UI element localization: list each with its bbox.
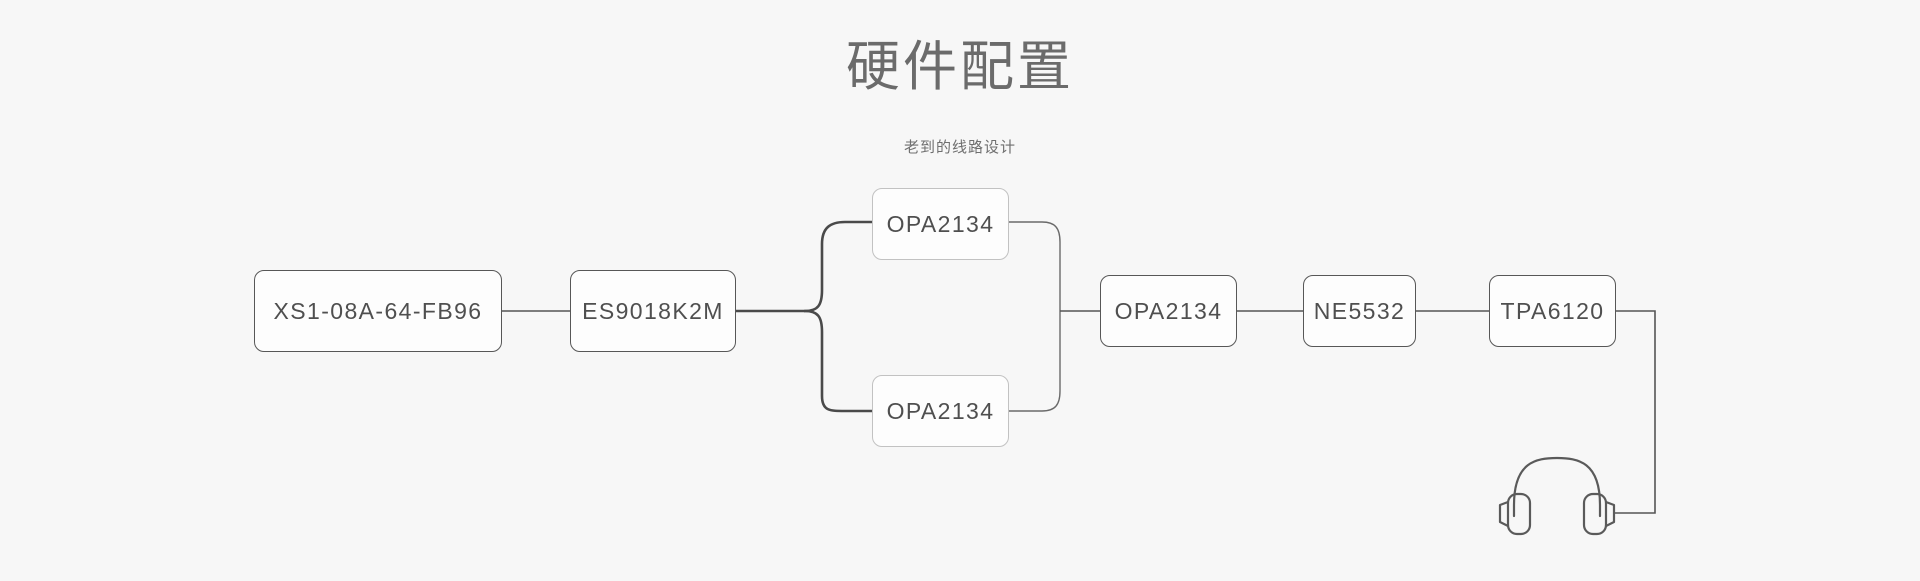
node-label: NE5532 [1313, 297, 1406, 324]
node-label: OPA2134 [1114, 297, 1223, 324]
node-xs1-08a-64-fb96[interactable]: XS1-08A-64-FB96 [254, 270, 502, 352]
page-title: 硬件配置 [846, 37, 1074, 97]
edge-opa-top-to-merge [1009, 221, 1061, 311]
edge-tpa6120-to-headphones [1613, 310, 1656, 514]
node-label: XS1-08A-64-FB96 [273, 297, 483, 324]
node-ne5532[interactable]: NE5532 [1303, 275, 1416, 347]
node-tpa6120[interactable]: TPA6120 [1489, 275, 1616, 347]
edge-split-to-opa-bottom [803, 309, 874, 413]
node-label: TPA6120 [1500, 297, 1605, 324]
edge-opa-bottom-to-merge [1009, 311, 1061, 412]
node-opa2134-main[interactable]: OPA2134 [1100, 275, 1237, 347]
node-label: OPA2134 [886, 397, 995, 424]
node-es9018k2m[interactable]: ES9018K2M [570, 270, 736, 352]
node-opa2134-bottom[interactable]: OPA2134 [872, 375, 1009, 447]
headphones-icon [1498, 456, 1616, 536]
node-label: OPA2134 [886, 210, 995, 237]
node-label: ES9018K2M [582, 297, 724, 324]
node-opa2134-top[interactable]: OPA2134 [872, 188, 1009, 260]
edge-split-to-opa-top [803, 220, 874, 313]
page-subtitle: 老到的线路设计 [903, 139, 1016, 156]
